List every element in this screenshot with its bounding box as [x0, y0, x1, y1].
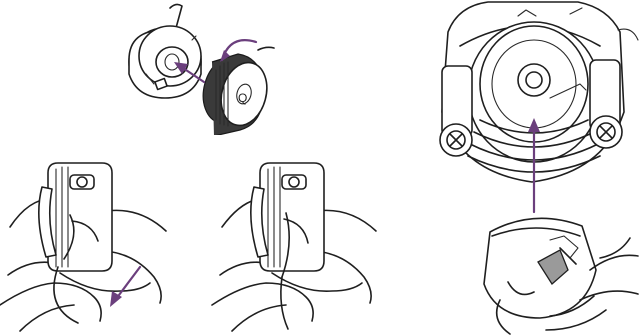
rotary-hook-illustration: [430, 0, 639, 335]
bobbin-icon: Q: [196, 51, 274, 135]
bobbin-case-icon: [39, 163, 112, 323]
panel-insert-bobbin: Q: [120, 0, 290, 135]
panel-thread-under-tension-spring: [210, 155, 390, 335]
rotary-hook-icon: [440, 2, 638, 182]
panel-pull-thread-through-slot: [0, 155, 180, 335]
pull-thread-illustration: [0, 155, 180, 335]
bobbin-case-icon: [129, 4, 201, 98]
bobbin-case-icon: [484, 218, 596, 318]
pull-arrow-icon: [110, 267, 140, 307]
insert-bobbin-illustration: Q: [120, 0, 290, 135]
bobbin-letter: Q: [238, 91, 247, 105]
bobbin-case-icon: [251, 163, 324, 329]
tension-spring-illustration: [210, 155, 390, 335]
panel-insert-case-into-hook: [430, 0, 639, 335]
